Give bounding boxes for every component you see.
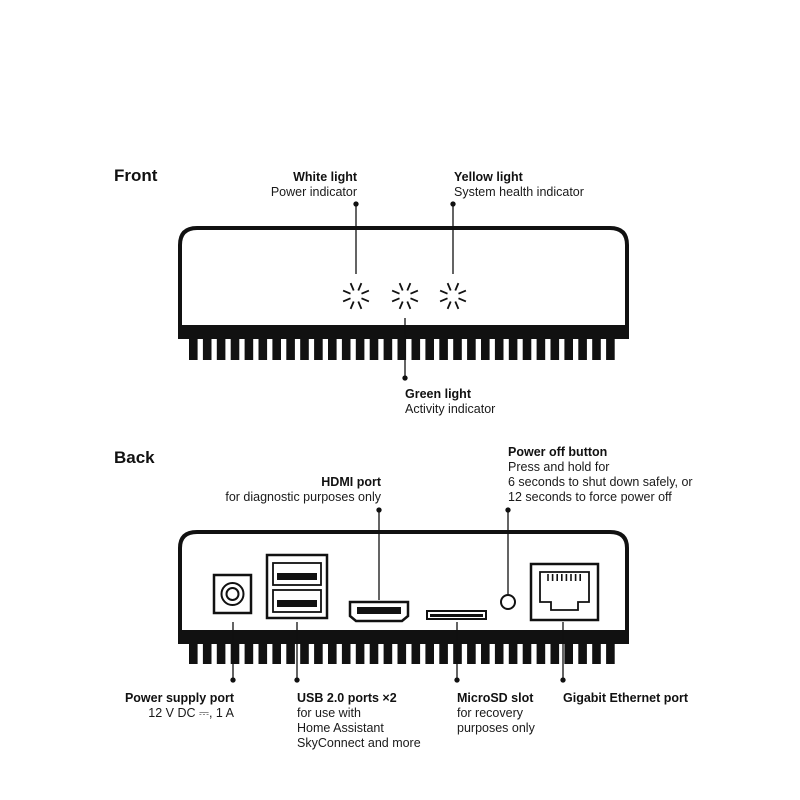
usb-ports-label: USB 2.0 ports ×2 for use with Home Assis…	[297, 691, 421, 751]
ethernet-port-title: Gigabit Ethernet port	[563, 691, 688, 705]
microsd-slot-label: MicroSD slot for recovery purposes only	[457, 691, 535, 736]
back-heatsink-fins	[189, 641, 615, 664]
hdmi-port-desc: for diagnostic purposes only	[225, 490, 381, 504]
usb-ports-line-3: SkyConnect and more	[297, 736, 421, 750]
hdmi-port-icon	[348, 600, 410, 623]
back-device-shell	[178, 530, 629, 644]
front-heatsink-fins	[189, 336, 615, 360]
microsd-slot-line-2: purposes only	[457, 721, 535, 735]
microsd-slot-title: MicroSD slot	[457, 691, 534, 705]
green-light-icon	[391, 282, 419, 310]
power-off-button-line-1: Press and hold for	[508, 460, 610, 474]
front-heading: Front	[114, 166, 158, 185]
power-supply-port-desc: 12 V DC ⎓, 1 A	[148, 706, 234, 720]
usb-ports-icon	[265, 553, 329, 620]
usb-ports-line-2: Home Assistant	[297, 721, 384, 735]
back-heading: Back	[114, 448, 155, 467]
hdmi-port-title: HDMI port	[321, 475, 381, 489]
ethernet-port-icon	[529, 562, 600, 622]
back-device	[178, 507, 629, 683]
ethernet-pins	[547, 574, 582, 581]
hdmi-port-label: HDMI port for diagnostic purposes only	[200, 475, 381, 505]
power-off-button-line-2: 6 seconds to shut down safely, or	[508, 475, 693, 489]
front-device-shell	[178, 226, 629, 339]
ethernet-port-label: Gigabit Ethernet port	[563, 691, 688, 706]
microsd-slot-line-1: for recovery	[457, 706, 523, 720]
yellow-light-icon	[439, 282, 467, 310]
power-supply-port-title: Power supply port	[124, 691, 234, 705]
white-light-icon	[342, 282, 370, 310]
green-light-label: Green light Activity indicator	[405, 387, 495, 417]
usb-ports-title: USB 2.0 ports ×2	[297, 691, 397, 705]
yellow-light-desc: System health indicator	[454, 185, 584, 199]
back-device-base	[180, 630, 627, 642]
power-supply-port-icon	[212, 573, 253, 615]
usb-ports-line-1: for use with	[297, 706, 361, 720]
front-device	[178, 201, 629, 381]
front-leader-lines	[353, 201, 456, 381]
yellow-light-title: Yellow light	[454, 170, 523, 184]
power-off-button-line-3: 12 seconds to force power off	[508, 490, 672, 504]
microsd-slot-icon	[426, 610, 487, 620]
power-supply-port-label: Power supply port 12 V DC ⎓, 1 A	[104, 691, 234, 721]
front-device-base	[180, 325, 627, 337]
back-leader-lines	[230, 507, 566, 683]
white-light-title: White light	[293, 170, 357, 184]
power-off-button-icon	[500, 594, 516, 610]
white-light-label: White light Power indicator	[236, 170, 357, 200]
power-off-button-title: Power off button	[508, 445, 608, 459]
yellow-light-label: Yellow light System health indicator	[454, 170, 584, 200]
green-light-title: Green light	[405, 387, 471, 401]
white-light-desc: Power indicator	[270, 185, 357, 199]
power-off-button-label: Power off button Press and hold for 6 se…	[508, 445, 693, 505]
green-light-desc: Activity indicator	[405, 402, 496, 416]
